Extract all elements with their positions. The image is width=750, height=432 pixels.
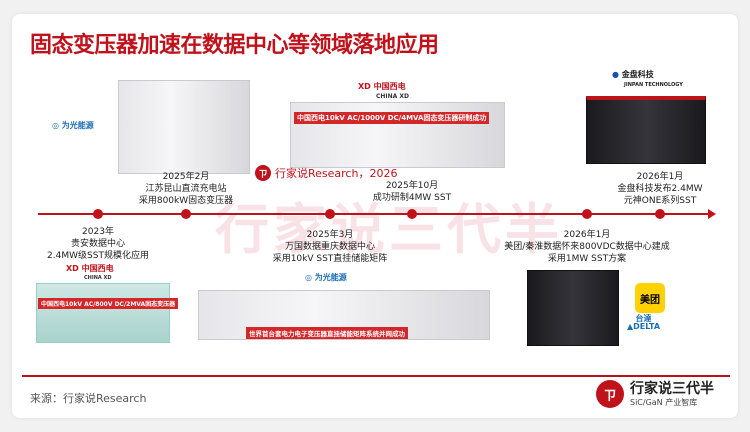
brand-subtitle: SiC/GaN 产业智库: [630, 397, 698, 407]
timeline-dot: [407, 209, 417, 219]
weiguang-logo: ◎ 为光能源: [52, 121, 94, 130]
timeline-dot: [93, 209, 103, 219]
timeline-dot: [582, 209, 592, 219]
research-logo-icon: ㄗ: [255, 165, 271, 181]
page-title: 固态变压器加速在数据中心等领域落地应用: [30, 33, 439, 58]
timeline-axis: [38, 213, 710, 215]
weiguang-logo-bottom: ◎ 为光能源: [305, 273, 347, 282]
china-xd-2mw-image: [36, 283, 170, 343]
brand-logo: ㄗ 行家说三代半 SiC/GaN 产业智库: [596, 380, 714, 408]
footer-divider: [22, 375, 730, 377]
china-xd-4mw-banner: 中国西电10kV AC/1000V DC/4MVA固态变压器研制成功: [294, 112, 490, 124]
meituan-logo: 美团: [635, 283, 665, 313]
event-2025-02: 2025年2月江苏昆山直流充电站采用800kW固态变压器: [138, 172, 234, 206]
event-2025-10: 2025年10月成功研制4MW SST: [372, 181, 452, 203]
source-text: 来源：行家说Research: [30, 392, 147, 405]
event-2025-03: 2025年3月万国数据重庆数据中心采用10kV SST直挂储能矩阵: [272, 230, 388, 264]
meituan-sst-image: [527, 270, 619, 346]
research-tag: ㄗ行家说Research，2026: [255, 165, 397, 181]
delta-logo: 台達▲DELTA: [627, 314, 661, 331]
timeline-dot: [655, 209, 665, 219]
weiguang-banner: 世界首台套电力电子变压器直挂储能矩阵系统并网成功: [246, 327, 408, 339]
jinpan-product-image: [586, 96, 706, 164]
weiguang-product-image: [118, 80, 250, 174]
research-tag-text: 行家说Research，2026: [275, 167, 398, 180]
timeline-dot: [181, 209, 191, 219]
event-2026-01-meituan: 2026年1月美团/秦淮数据怀来800VDC数据中心建成采用1MW SST方案: [504, 230, 670, 264]
timeline-dot: [325, 209, 335, 219]
watermark: 行家说三代半: [215, 198, 563, 261]
brand-icon: ㄗ: [596, 380, 624, 408]
china-xd-2mw-banner: 中国西电10kV AC/800V DC/2MVA固态变压器: [38, 298, 179, 309]
brand-name: 行家说三代半: [630, 380, 714, 397]
timeline-arrow-icon: [708, 209, 716, 219]
